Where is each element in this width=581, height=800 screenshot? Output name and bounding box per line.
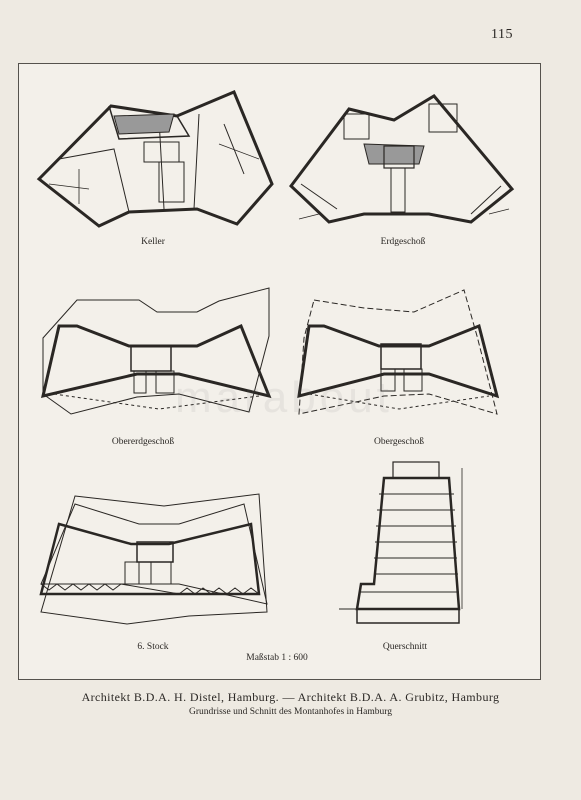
label-sechster-stock: 6. Stock [137,642,169,652]
label-obererdgeschoss: Obererdgeschoß [111,437,175,447]
label-scale: Maßstab 1 : 600 [246,653,308,663]
keller-plan [36,90,274,228]
sechster-stock-plan [39,493,268,625]
obergeschoss-plan [297,289,500,415]
erdgeschoss-plan [288,94,515,224]
page-number: 115 [491,27,513,42]
plate-subtitle: Grundrisse und Schnitt des Montanhofes i… [189,707,392,717]
label-obergeschoss: Obergeschoß [374,437,424,447]
label-keller: Keller [141,237,165,247]
floor-plans-drawing [36,90,515,625]
plate-frame: Keller Erdgeschoß Obererdgeschoß Oberges… [18,63,541,680]
querschnitt-drawing [339,461,463,624]
label-erdgeschoss: Erdgeschoß [380,237,426,247]
label-querschnitt: Querschnitt [382,642,428,652]
architect-credit: Architekt B.D.A. H. Distel, Hamburg. — A… [81,690,500,704]
obererdgeschoss-plan [41,287,272,415]
